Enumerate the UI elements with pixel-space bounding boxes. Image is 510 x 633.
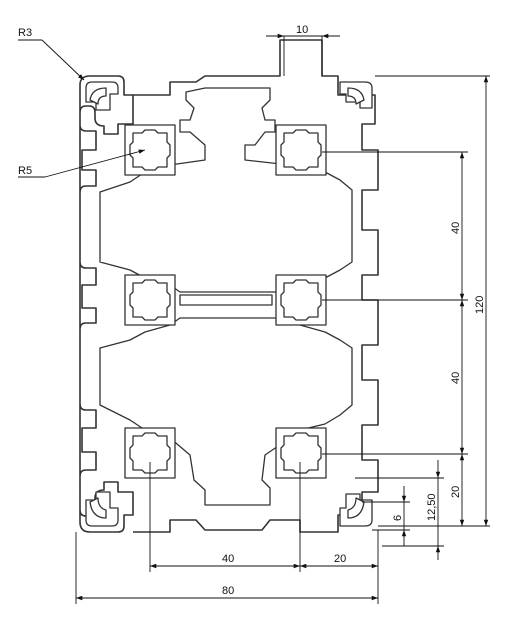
inner-chamber-lower xyxy=(99,317,353,506)
dim-40-lower: 40 xyxy=(450,300,465,454)
dim-40-bottom-label: 40 xyxy=(222,553,234,565)
corner-arc-top-right xyxy=(347,87,365,105)
dim-12-50: 12,50 xyxy=(355,460,444,560)
dim-40-upper: 40 xyxy=(450,152,465,300)
corner-arc-top-left xyxy=(89,87,107,105)
r3-label: R3 xyxy=(18,27,32,39)
dim-6-label: 6 xyxy=(392,515,404,521)
dim-120: 120 xyxy=(474,76,489,526)
dim-20-bottom-label: 20 xyxy=(334,553,346,565)
inner-chamber-upper xyxy=(99,87,353,293)
dim-80: 80 xyxy=(76,585,378,601)
dim-40-lower-label: 40 xyxy=(450,372,462,384)
corner-arc-bottom-left xyxy=(89,497,107,519)
dim-20-bottom: 20 xyxy=(300,553,378,569)
r5-callout: R5 xyxy=(18,149,146,178)
core-slot-middle-right xyxy=(275,274,327,326)
r5-label: R5 xyxy=(18,165,32,177)
center-web xyxy=(179,294,273,306)
dim-12-50-label: 12,50 xyxy=(426,493,438,521)
core-slot-top-left xyxy=(124,124,176,176)
dim-20-right: 20 xyxy=(450,454,465,526)
dim-20-right-label: 20 xyxy=(450,486,462,498)
dim-10-label: 10 xyxy=(296,24,308,36)
core-slot-bottom-right xyxy=(275,427,327,479)
dim-80-label: 80 xyxy=(222,585,234,597)
dim-10: 10 xyxy=(266,24,340,76)
dim-120-label: 120 xyxy=(474,296,486,314)
r3-callout: R3 xyxy=(18,27,85,81)
dim-40-bottom: 40 xyxy=(150,553,300,569)
core-slot-middle-left xyxy=(124,274,176,326)
core-slot-top-right xyxy=(275,124,327,176)
dim-40-upper-label: 40 xyxy=(450,222,462,234)
profile-outline xyxy=(79,75,134,533)
